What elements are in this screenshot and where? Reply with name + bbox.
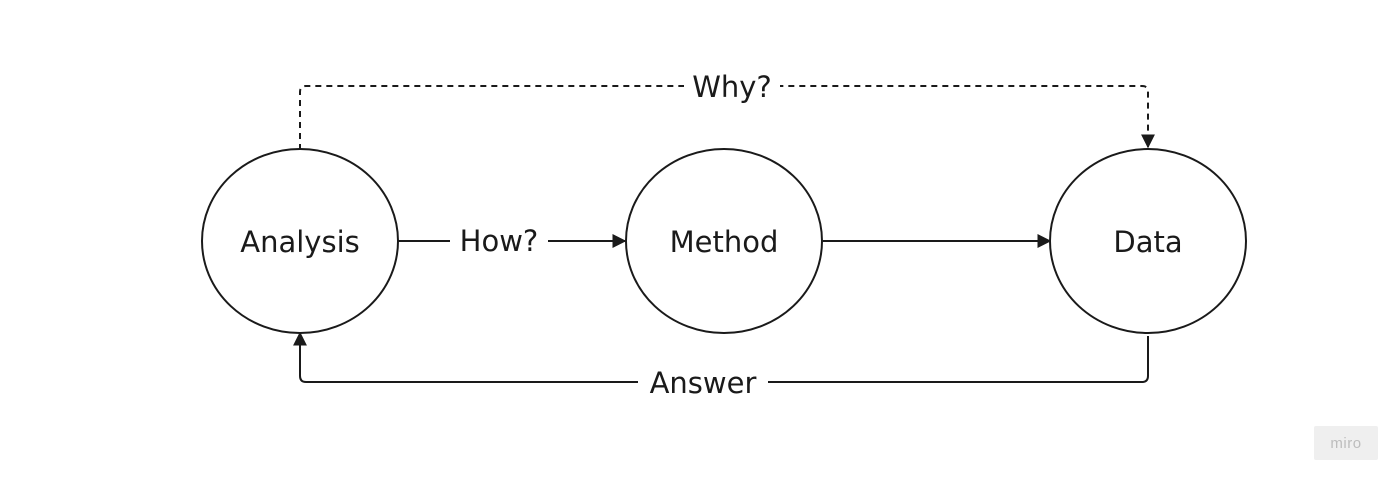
miro-watermark-logo: miro bbox=[1314, 426, 1378, 460]
node-method[interactable]: Method bbox=[625, 148, 823, 334]
edge-how-label-bg bbox=[450, 222, 548, 260]
node-method-circle[interactable] bbox=[625, 148, 823, 334]
edge-why[interactable]: Why? bbox=[299, 68, 1155, 150]
node-analysis[interactable]: Analysis bbox=[201, 148, 399, 334]
node-analysis-circle[interactable] bbox=[201, 148, 399, 334]
edge-why-label: Why? bbox=[692, 70, 772, 104]
node-data-circle[interactable] bbox=[1049, 148, 1247, 334]
node-method-label: Method bbox=[670, 225, 779, 259]
edge-answer-label: Answer bbox=[650, 366, 757, 400]
edge-answer-label-bg bbox=[638, 363, 768, 401]
node-data-label: Data bbox=[1113, 225, 1182, 259]
edge-answer[interactable]: Answer bbox=[293, 331, 1149, 401]
edge-how-label: How? bbox=[460, 224, 539, 258]
edge-why-label-bg bbox=[684, 68, 780, 106]
edge-how[interactable]: How? bbox=[398, 222, 627, 260]
node-data[interactable]: Data bbox=[1049, 148, 1247, 334]
node-analysis-label: Analysis bbox=[240, 225, 359, 259]
